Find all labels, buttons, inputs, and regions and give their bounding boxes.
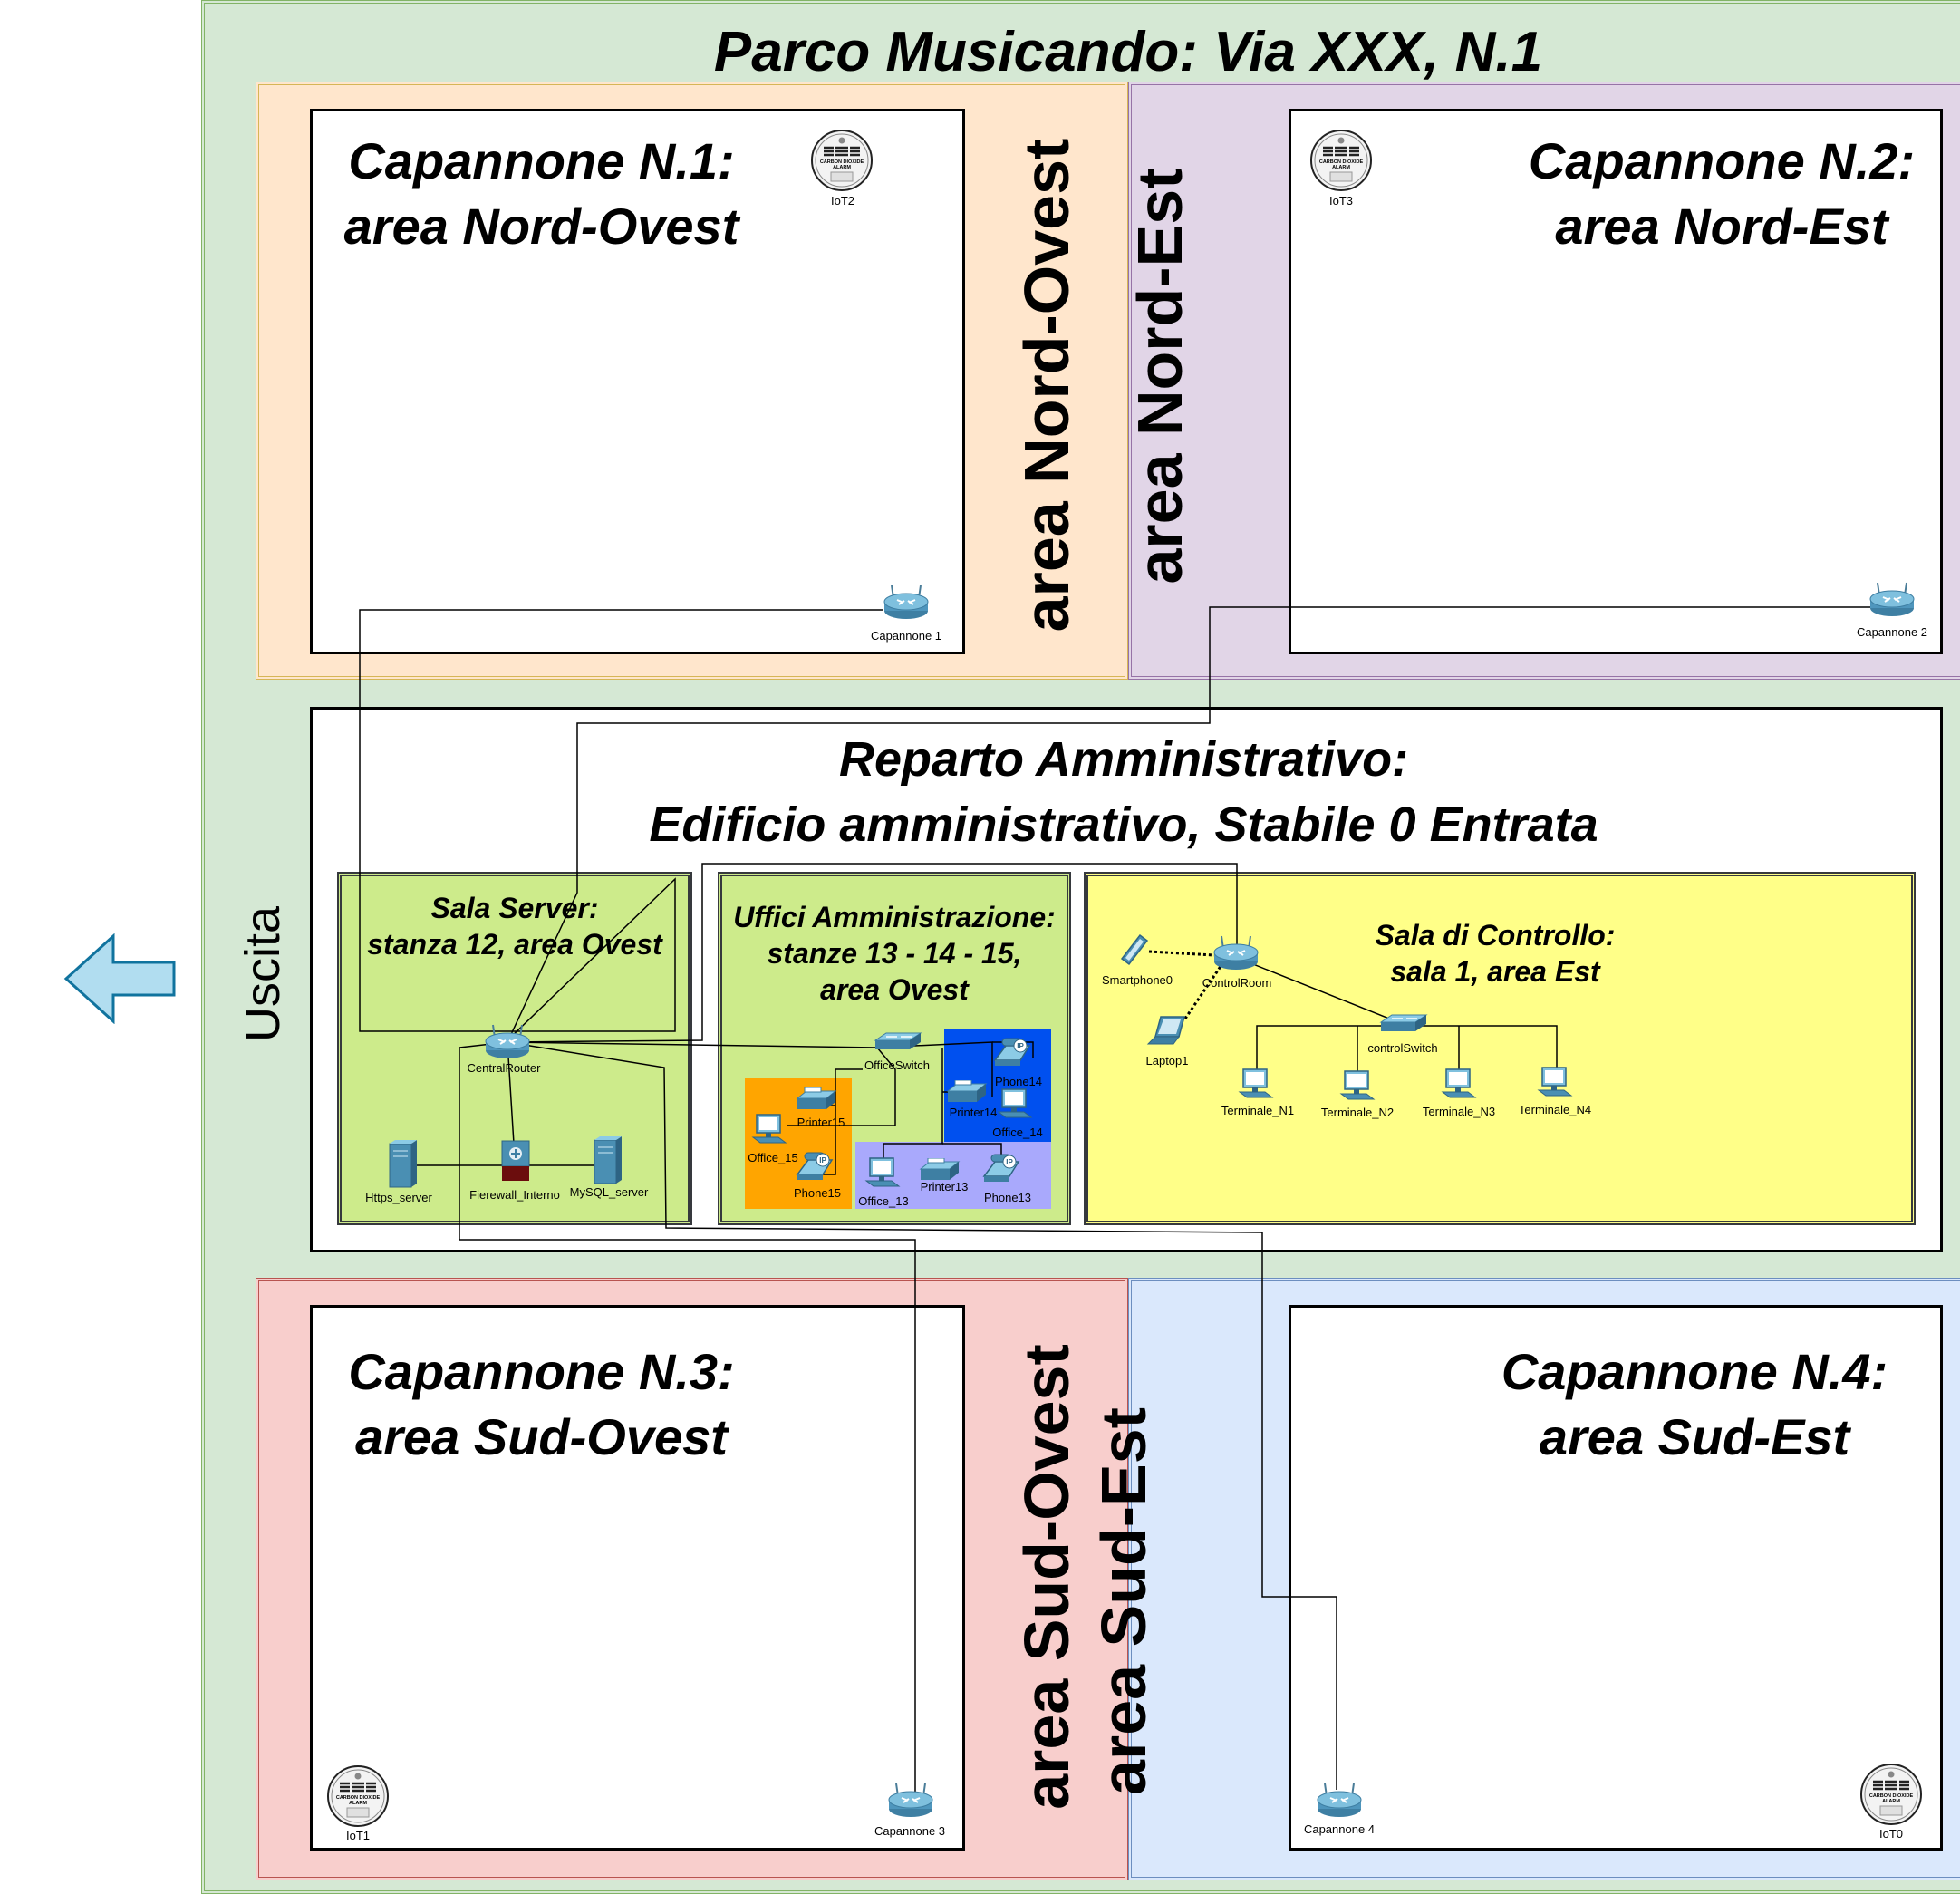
capannone-4 [1289, 1305, 1943, 1851]
device-label: Capannone 2 [1856, 625, 1928, 639]
device-label: MySQL_server [569, 1185, 649, 1199]
control-room-title: Sala di Controllo:sala 1, area Est [1375, 919, 1616, 988]
admin-title: Reparto Amministrativo:Edificio amminist… [649, 732, 1598, 852]
control-room [1084, 872, 1916, 1225]
switch-icon[interactable] [1377, 1013, 1428, 1040]
device-label: Fierewall_Interno [469, 1188, 560, 1202]
device-label: Printer13 [920, 1180, 969, 1193]
exit-arrow-icon[interactable] [63, 933, 181, 1024]
pc-icon[interactable] [864, 1156, 901, 1189]
device-label: IoT0 [1878, 1827, 1903, 1841]
device-label: Phone15 [793, 1186, 842, 1200]
device-label: IoT3 [1328, 194, 1353, 208]
device-label: Office_13 [858, 1194, 909, 1208]
device-label: Terminale_N4 [1518, 1103, 1592, 1116]
device-label: CentralRouter [467, 1061, 541, 1075]
pc-icon[interactable] [1339, 1069, 1376, 1102]
capannone-1-title: Capannone N.1:area Nord-Ovest [343, 132, 739, 255]
device-label: Phone13 [983, 1191, 1032, 1204]
pc-icon[interactable] [1238, 1068, 1274, 1100]
router-icon[interactable] [1865, 580, 1919, 625]
router-icon[interactable] [1209, 933, 1263, 979]
device-label: IoT1 [345, 1829, 370, 1842]
device-label: Capannone 3 [874, 1824, 946, 1838]
device-label: OfficeSwitch [864, 1058, 930, 1072]
pc-icon[interactable] [1537, 1066, 1573, 1098]
capannone-4-title: Capannone N.4:area Sud-Est [1501, 1343, 1888, 1465]
park-title: Parco Musicando: Via XXX, N.1 [713, 21, 1543, 83]
device-label: Terminale_N3 [1422, 1105, 1496, 1118]
co2-alarm-icon[interactable] [1859, 1762, 1924, 1827]
co2-alarm-icon[interactable] [809, 128, 874, 193]
ip-phone-icon[interactable] [980, 1151, 1022, 1187]
pc-icon[interactable] [1441, 1068, 1477, 1100]
device-label: Printer14 [949, 1106, 998, 1119]
device-label: Office_15 [748, 1151, 798, 1164]
capannone-1 [310, 109, 965, 654]
device-label: IoT2 [830, 194, 854, 208]
device-label: Laptop1 [1145, 1054, 1189, 1068]
capannone-3 [310, 1305, 965, 1851]
offices-room-title: Uffici Amministrazione:stanze 13 - 14 - … [733, 901, 1056, 1006]
device-label: Terminale_N1 [1221, 1104, 1295, 1117]
firewall-icon[interactable] [497, 1138, 534, 1184]
switch-icon[interactable] [872, 1031, 922, 1058]
device-label: Phone14 [994, 1075, 1043, 1088]
device-label: controlSwitch [1367, 1041, 1438, 1055]
device-label: Smartphone0 [1101, 973, 1173, 987]
server-icon[interactable] [382, 1138, 419, 1193]
device-label: Printer15 [797, 1116, 845, 1129]
router-icon[interactable] [883, 1781, 938, 1826]
ip-phone-icon[interactable] [991, 1035, 1033, 1071]
device-label: ControlRoom [1202, 976, 1272, 990]
smartphone-icon[interactable] [1116, 932, 1153, 968]
capannone-2-title: Capannone N.2:area Nord-Est [1528, 132, 1916, 255]
capannone-2 [1289, 109, 1943, 654]
co2-alarm-icon[interactable] [325, 1764, 391, 1829]
pc-icon[interactable] [997, 1087, 1033, 1120]
router-icon[interactable] [1312, 1781, 1366, 1826]
device-label: Https_server [365, 1191, 432, 1204]
device-label: Capannone 1 [870, 629, 942, 643]
printer-icon[interactable] [944, 1080, 990, 1107]
laptop-icon[interactable] [1145, 1013, 1191, 1049]
printer-icon[interactable] [794, 1087, 839, 1115]
server-icon[interactable] [587, 1135, 623, 1189]
pc-icon[interactable] [751, 1113, 787, 1145]
device-label: Office_14 [992, 1126, 1043, 1139]
co2-alarm-icon[interactable] [1308, 128, 1374, 193]
device-label: Terminale_N2 [1320, 1106, 1395, 1119]
router-icon[interactable] [879, 583, 933, 628]
capannone-3-title: Capannone N.3:area Sud-Ovest [348, 1343, 735, 1465]
device-label: Capannone 4 [1303, 1822, 1376, 1836]
